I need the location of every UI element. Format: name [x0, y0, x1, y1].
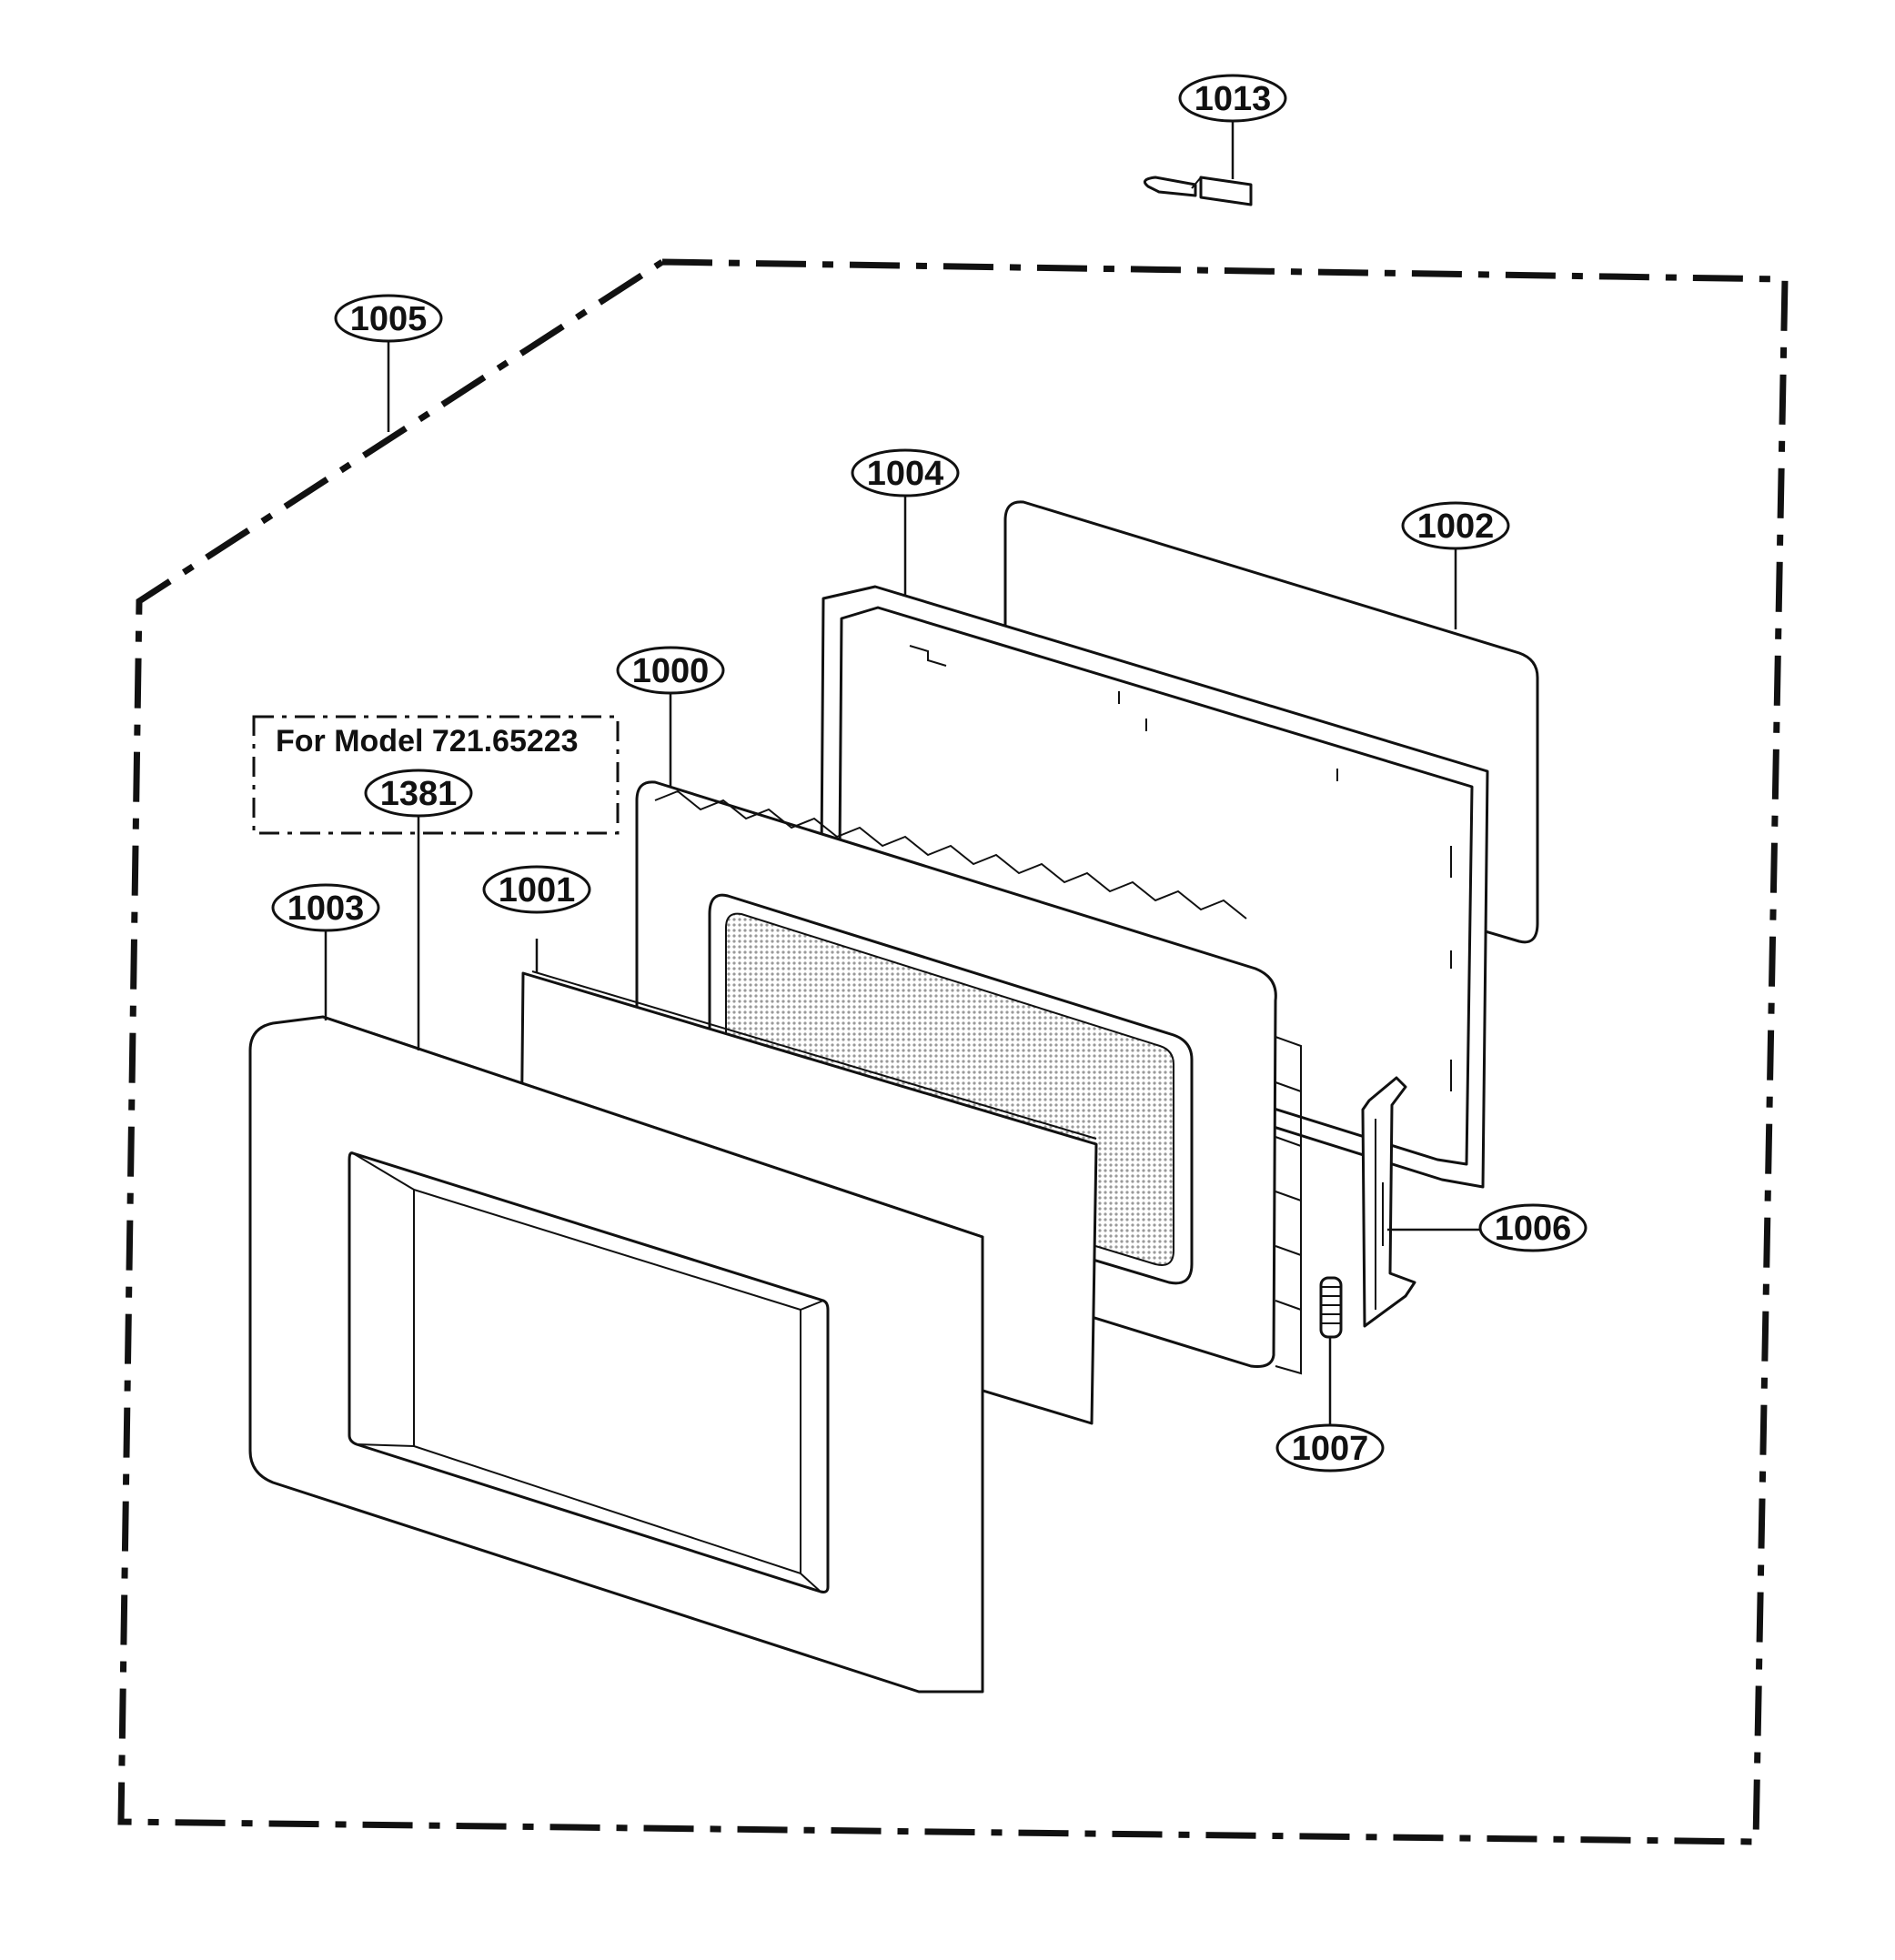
- callout-label: 1002: [1417, 508, 1495, 546]
- assembly-boundary: [117, 258, 1789, 1845]
- part-1007-spring: [1319, 1276, 1343, 1339]
- part-1013-bracket: [1143, 176, 1253, 206]
- part-1003-door-frame: [248, 1015, 984, 1694]
- callout-label: 1381: [380, 775, 458, 813]
- callout-1002: 1002: [1401, 501, 1510, 550]
- callout-1004: 1004: [851, 448, 960, 498]
- part-1006-latch: [1361, 1076, 1416, 1328]
- callout-label: 1000: [632, 652, 710, 690]
- model-note-label: For Model 721.65223: [276, 724, 579, 759]
- callout-1001: 1001: [482, 865, 591, 914]
- callout-label: 1004: [867, 455, 944, 493]
- callout-1013: 1013: [1178, 74, 1287, 123]
- callout-label: 1013: [1194, 80, 1272, 118]
- callout-label: 1007: [1292, 1430, 1369, 1468]
- callout-label: 1001: [499, 871, 576, 910]
- callout-1006: 1006: [1478, 1203, 1588, 1252]
- callout-1005: 1005: [334, 294, 443, 343]
- callout-label: 1005: [350, 300, 428, 338]
- callout-1007: 1007: [1275, 1423, 1385, 1473]
- callout-label: 1006: [1495, 1210, 1572, 1248]
- callout-1000: 1000: [616, 646, 725, 695]
- callout-1381: 1381: [364, 769, 473, 818]
- callout-1003: 1003: [271, 883, 380, 932]
- leader-lines: [324, 116, 1480, 1426]
- callout-label: 1003: [287, 890, 365, 928]
- model-note-box: [252, 715, 620, 835]
